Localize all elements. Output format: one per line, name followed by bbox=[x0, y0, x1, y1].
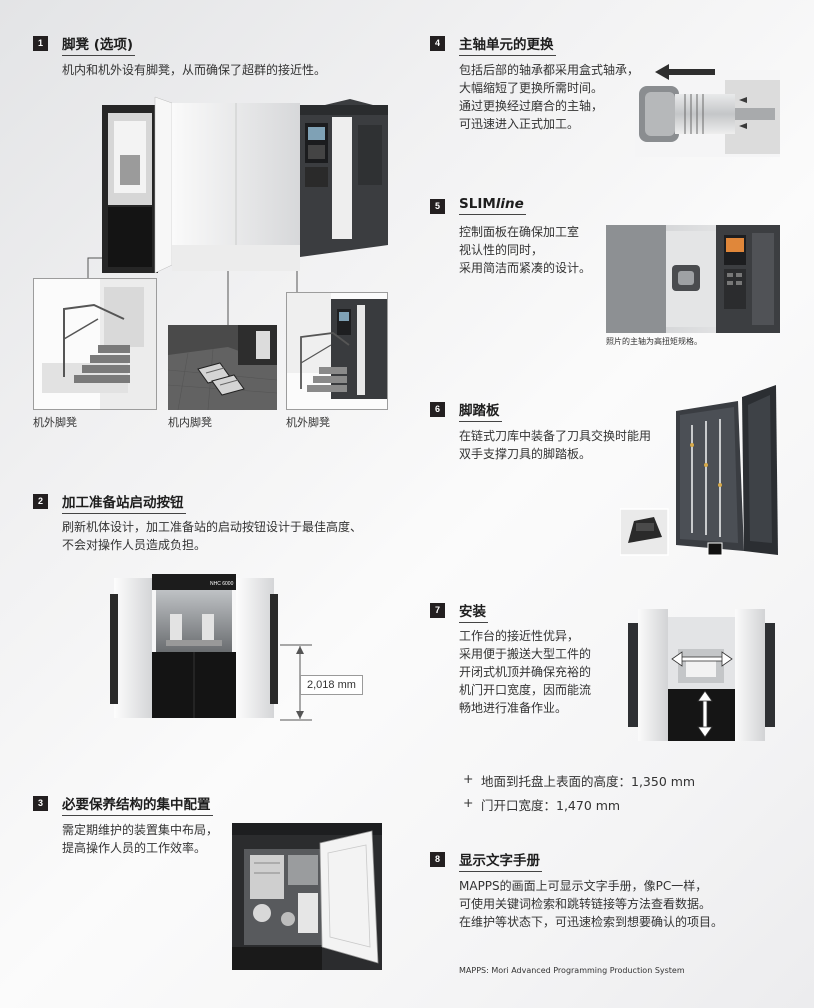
section-8-text-line: 在维护等状态下，可迅速检索到想要确认的项目。 bbox=[459, 915, 724, 929]
section-number-4: 4 bbox=[430, 36, 445, 51]
width-double-arrow-icon bbox=[671, 651, 733, 667]
photo-external-footstool-right bbox=[286, 292, 388, 410]
section-4-text-line: 可迅速进入正式加工。 bbox=[459, 117, 580, 131]
section-3-text-line: 需定期维护的装置集中布局， bbox=[62, 823, 219, 837]
machine-photo-maintenance bbox=[232, 823, 382, 970]
height-dimension-label: 2,018 mm bbox=[300, 675, 363, 695]
section-number-7: 7 bbox=[430, 603, 445, 618]
section-5-text-line: 视认性的同时， bbox=[459, 243, 544, 257]
section-title-text-manual: 显示文字手册 bbox=[459, 849, 542, 872]
machine-left-tower bbox=[102, 105, 158, 273]
section-title-setup-station-button: 加工准备站启动按钮 bbox=[62, 491, 186, 514]
section-7-text-line: 工作台的接近性优异， bbox=[459, 629, 580, 643]
section-3-text-line: 提高操作人员的工作效率。 bbox=[62, 841, 207, 855]
photo-internal-footstool bbox=[168, 325, 277, 410]
section-number-5: 5 bbox=[430, 199, 445, 214]
footnote-mapps: MAPPS: Mori Advanced Programming Product… bbox=[459, 966, 685, 975]
section-title-slimline: SLIMline bbox=[459, 196, 526, 215]
machine-right-panel bbox=[735, 609, 765, 741]
footplate-pair bbox=[197, 362, 245, 396]
section-number-1: 1 bbox=[33, 36, 48, 51]
title-slim: SLIM bbox=[459, 196, 496, 212]
arrow-icon bbox=[655, 64, 715, 80]
arrow-icon bbox=[739, 97, 747, 129]
machine-tower bbox=[331, 299, 387, 399]
machine-model-label: NHC 6000 bbox=[210, 581, 234, 587]
bullet-marker: + bbox=[463, 771, 474, 786]
spec-door-opening-width: 门开口宽度：1,470 mm bbox=[481, 798, 621, 813]
tool-magazine-cabinet bbox=[676, 401, 744, 551]
control-panel-screen bbox=[724, 235, 746, 309]
machine-photo-door-opening bbox=[628, 605, 775, 743]
title-line-italic: line bbox=[495, 196, 524, 212]
section-title-maintenance-layout: 必要保养结构的集中配置 bbox=[62, 793, 213, 816]
machine-right-panel bbox=[236, 578, 274, 718]
photo-external-footstool-left bbox=[33, 278, 157, 410]
machine-open-door bbox=[154, 96, 173, 274]
section-number-6: 6 bbox=[430, 402, 445, 417]
section-7-text-line: 机门开口宽度，因而能流 bbox=[459, 683, 592, 697]
caption-external-footstool: 机外脚凳 bbox=[33, 416, 77, 429]
section-4-text-line: 包括后部的轴承都采用盒式轴承， bbox=[459, 63, 640, 77]
section-8-text-line: MAPPS的画面上可显示文字手册，像PC一样， bbox=[459, 879, 708, 893]
section-title-footstool: 脚凳 (选项) bbox=[62, 33, 136, 56]
height-double-arrow-icon bbox=[697, 690, 713, 738]
open-cover-door bbox=[319, 830, 379, 964]
footstool-stairs bbox=[74, 345, 130, 383]
section-5-text-line: 采用简洁而紧凑的设计。 bbox=[459, 261, 592, 275]
section-8-text-line: 可使用关键词检索和跳转链接等方法查看数据。 bbox=[459, 897, 712, 911]
spindle-head bbox=[672, 265, 700, 291]
section-4-text-line: 通过更换经过磨合的主轴， bbox=[459, 99, 604, 113]
section-1-text-line: 机内和机外设有脚凳，从而确保了超群的接近性。 bbox=[62, 63, 327, 77]
section-number-3: 3 bbox=[33, 796, 48, 811]
machine-front-panel bbox=[172, 103, 300, 271]
section-number-2: 2 bbox=[33, 494, 48, 509]
photo-caption-spindle-spec: 照片的主轴为高扭矩规格。 bbox=[606, 337, 702, 346]
tool-magazine-photo bbox=[620, 385, 780, 557]
bullet-marker: + bbox=[463, 795, 474, 810]
maintenance-unit-area bbox=[244, 849, 324, 945]
section-7-text-line: 畅地进行准备作业。 bbox=[459, 701, 568, 715]
section-5-text-line: 控制面板在确保加工室 bbox=[459, 225, 580, 239]
footstool-stairs bbox=[307, 367, 347, 392]
machine-photo-overview bbox=[100, 95, 390, 280]
foot-pedal-location-marker bbox=[707, 542, 723, 556]
section-6-text-line: 双手支撑刀具的脚踏板。 bbox=[459, 447, 592, 461]
section-title-spindle-replacement: 主轴单元的更换 bbox=[459, 33, 556, 56]
spec-floor-to-pallet-height: 地面到托盘上表面的高度：1,350 mm bbox=[481, 774, 696, 789]
caption-internal-footstool: 机内脚凳 bbox=[168, 416, 212, 429]
section-7-text-line: 开闭式机顶并确保充裕的 bbox=[459, 665, 592, 679]
section-2-text-line: 刷新机体设计，加工准备站的启动按钮设计于最佳高度、 bbox=[62, 520, 363, 534]
caption-external-footstool-right: 机外脚凳 bbox=[286, 416, 330, 429]
section-7-text-line: 采用便于搬送大型工件的 bbox=[459, 647, 592, 661]
machine-left-panel bbox=[114, 578, 152, 718]
section-number-8: 8 bbox=[430, 852, 445, 867]
machine-top-band bbox=[152, 574, 236, 590]
machine-photo-front: NHC 6000 bbox=[110, 570, 278, 722]
section-title-foot-pedal: 脚踏板 bbox=[459, 399, 502, 422]
section-4-text-line: 大幅缩短了更换所需时间。 bbox=[459, 81, 604, 95]
section-6-text-line: 在链式刀库中装备了刀具交换时能用 bbox=[459, 429, 652, 443]
control-panel bbox=[305, 123, 328, 187]
section-2-text-line: 不会对操作人员造成负担。 bbox=[62, 538, 207, 552]
machine-left-panel bbox=[638, 609, 668, 741]
stair-handrail bbox=[63, 303, 125, 377]
spindle-cartridge bbox=[675, 94, 735, 134]
foot-pedal-icon bbox=[628, 517, 662, 543]
workpiece-fixtures bbox=[166, 614, 222, 646]
spindle-unit-illustration bbox=[635, 60, 780, 157]
control-panel-photo bbox=[606, 225, 780, 333]
section-title-setup: 安装 bbox=[459, 600, 488, 623]
